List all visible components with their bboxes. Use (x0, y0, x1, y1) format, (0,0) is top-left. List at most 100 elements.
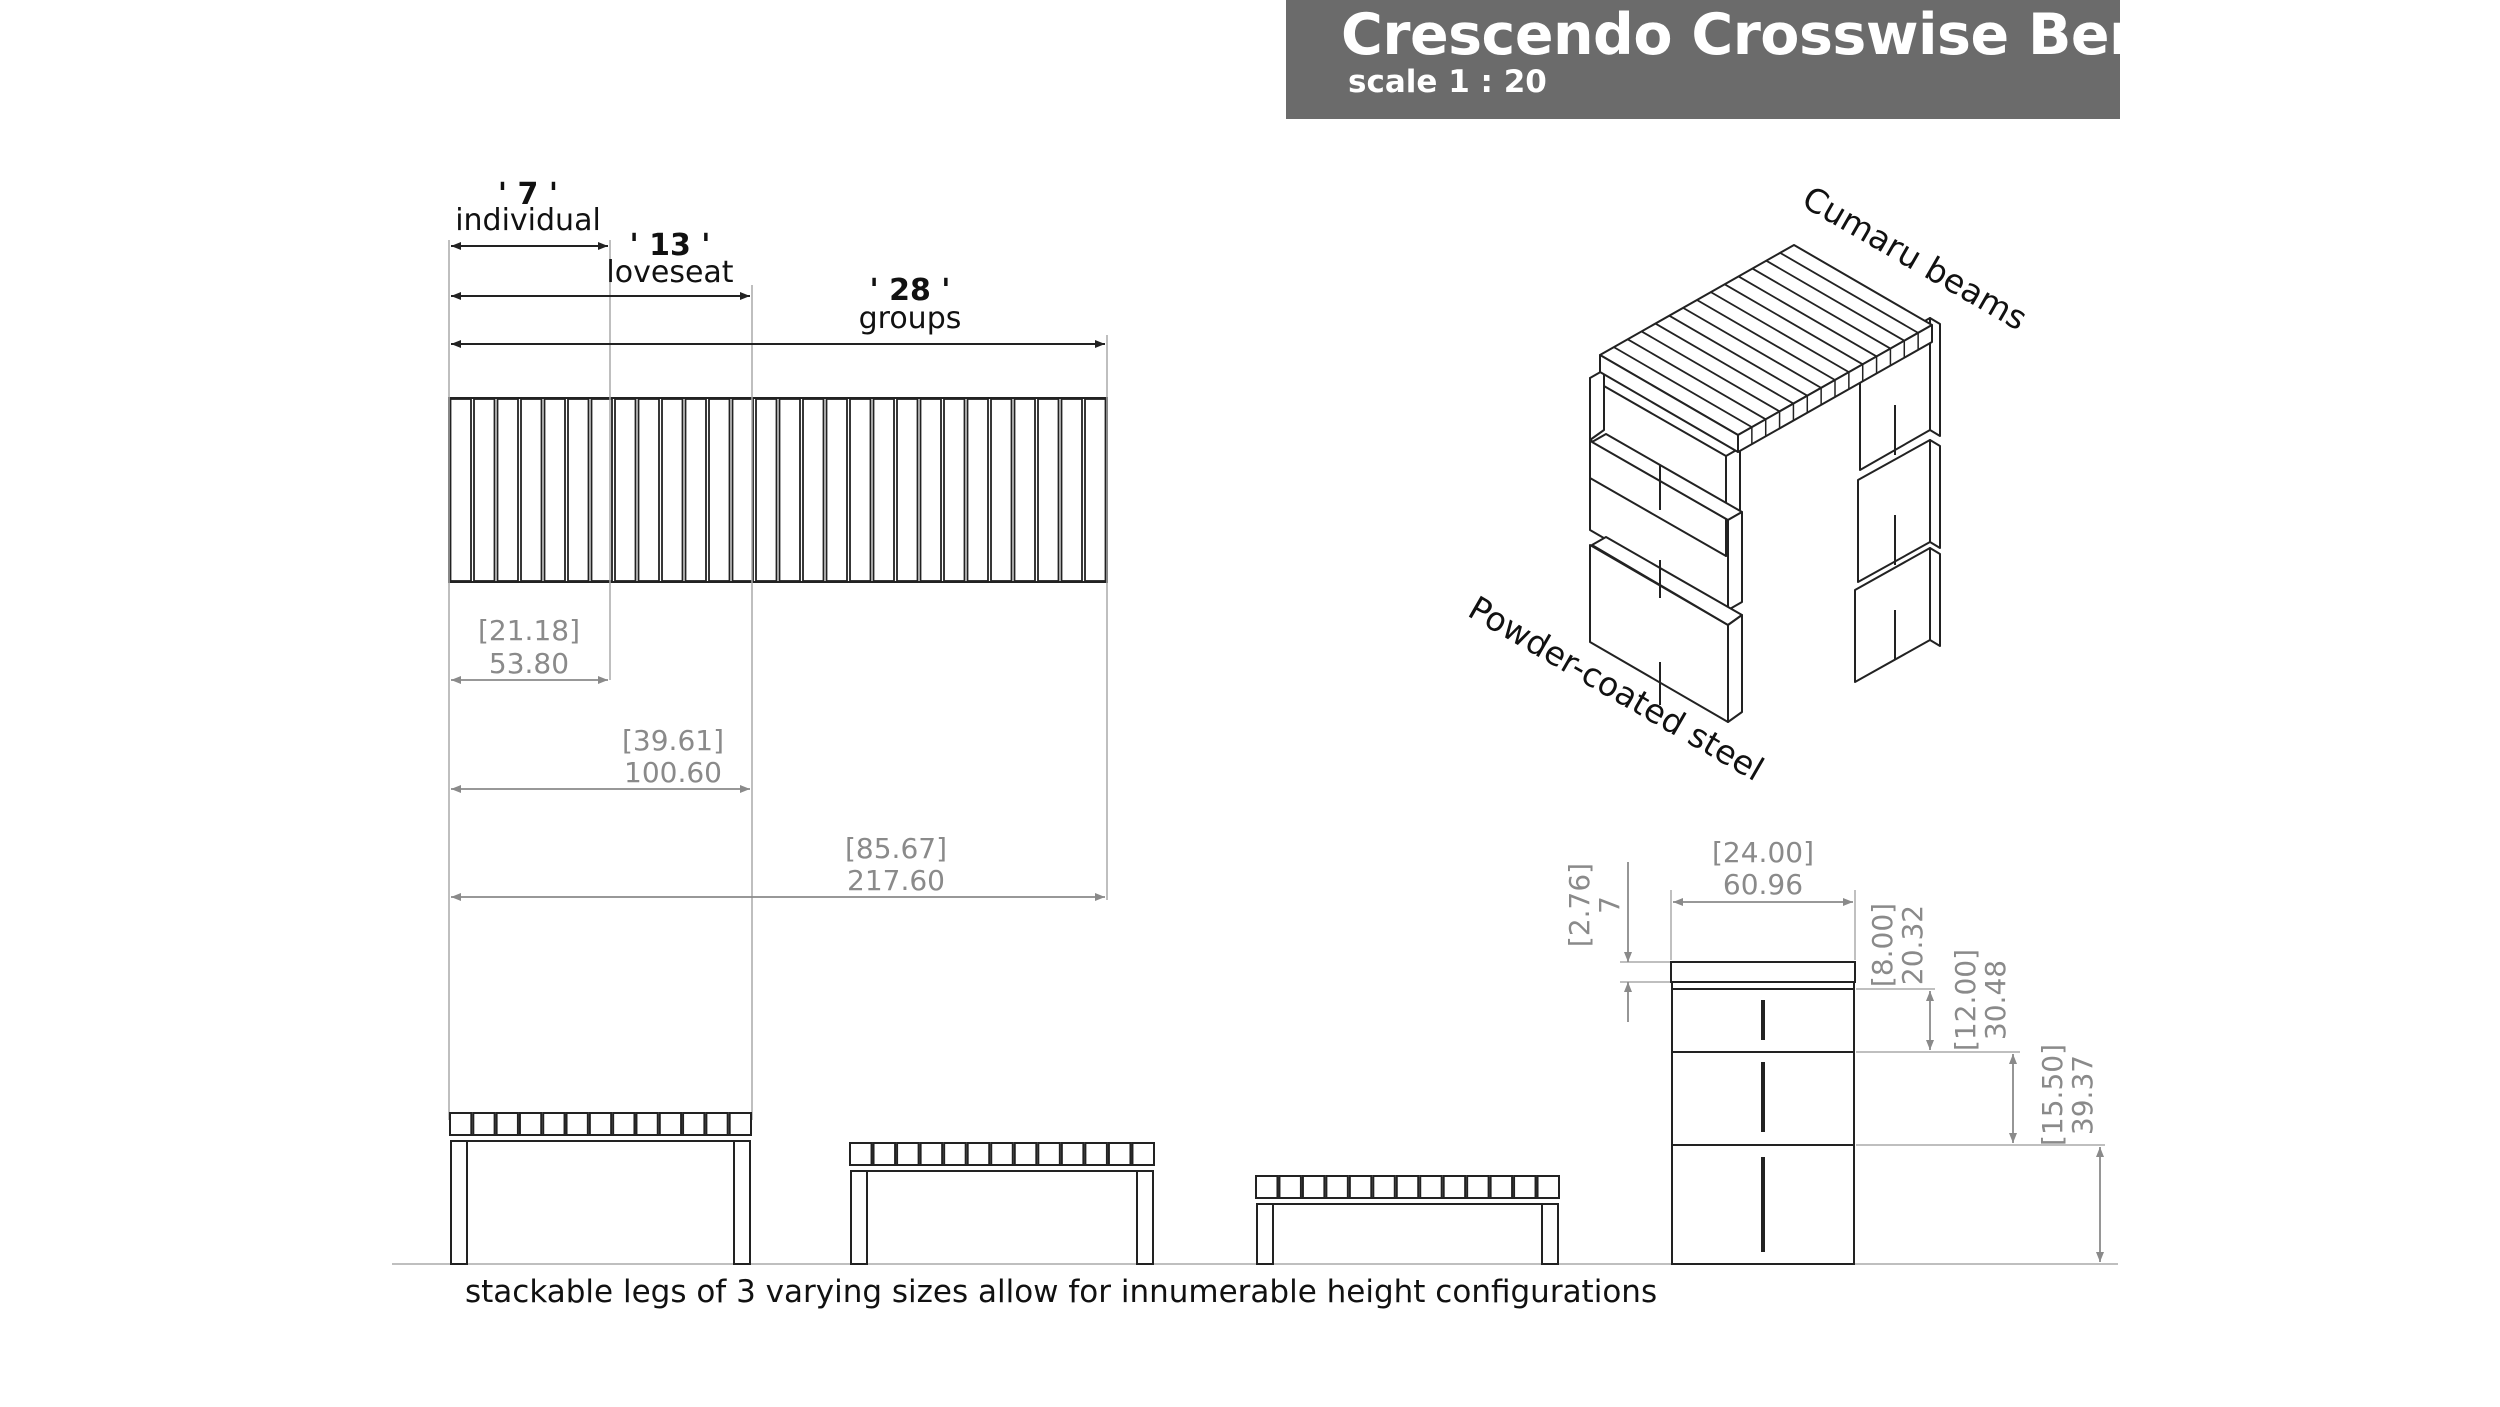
dim-groups-cm: 217.60 (847, 864, 945, 897)
front-slat (1372, 1175, 1396, 1199)
plan-slat (896, 398, 919, 582)
plan-slat (1037, 398, 1060, 582)
plan-slat (1060, 398, 1083, 582)
front-slat (1013, 1142, 1038, 1166)
leg-right (1136, 1170, 1154, 1265)
iso-slat-gap (1710, 291, 1850, 373)
iso-slat-gap (1613, 346, 1753, 428)
iso-slat-gap (1765, 259, 1905, 342)
plan-slat (708, 398, 731, 582)
front-elevations (449, 1112, 1560, 1265)
isometric-exploded-view (1589, 244, 1941, 723)
front-slat (990, 1142, 1014, 1166)
plan-slat (1084, 398, 1107, 582)
plan-slat (872, 398, 895, 582)
length-dimension-labels: [21.18] 53.80 [39.61] 100.60 [85.67] 217… (478, 614, 947, 897)
front-slat (1131, 1142, 1156, 1166)
plan-slat (802, 398, 825, 582)
side-seat (1670, 961, 1856, 983)
front-slat (1084, 1142, 1108, 1166)
dim-small-leg-inches: [8.00] (1866, 903, 1899, 987)
plan-slat (567, 398, 590, 582)
length-dimension-lines (451, 676, 1105, 901)
dim-slat-cm: 7 (1593, 896, 1626, 914)
plan-slat (825, 398, 848, 582)
front-slat (1278, 1175, 1302, 1199)
side-elevation (1670, 961, 1856, 1265)
plan-slat (943, 398, 966, 582)
front-slat (682, 1112, 706, 1136)
extension-lines (448, 240, 1108, 1120)
leg-left (1256, 1203, 1274, 1265)
plan-slat (1013, 398, 1036, 582)
plan-slat (614, 398, 637, 582)
label-individual: individual (455, 203, 601, 238)
caption: stackable legs of 3 varying sizes allow … (465, 1274, 1657, 1310)
front-slat (705, 1112, 729, 1136)
plan-slat (849, 398, 872, 582)
plan-slat (637, 398, 660, 582)
count-individual: ' 7 ' (498, 177, 558, 212)
front-slat (1255, 1175, 1279, 1199)
front-slat (919, 1142, 944, 1166)
side-leg-small (1671, 988, 1855, 1053)
front-slat (1442, 1175, 1467, 1199)
dim-large-leg-cm: 39.37 (2066, 1055, 2099, 1135)
count-groups: ' 28 ' (869, 273, 950, 308)
plan-slat (966, 398, 989, 582)
plan-slat (731, 398, 754, 582)
iso-slat-gap (1654, 322, 1794, 405)
plan-slat (755, 398, 778, 582)
plan-slats (449, 398, 1107, 582)
front-slat (1301, 1175, 1326, 1199)
side-dimension-labels: [24.00] 60.96 [2.76] 7 [8.00] 20.32 [12.… (1563, 836, 2099, 1146)
leg-right (1541, 1203, 1559, 1265)
front-slat (565, 1112, 589, 1136)
plan-slat (778, 398, 801, 582)
front-slat (495, 1112, 519, 1136)
plan-slat (990, 398, 1013, 582)
dim-groups-inches: [85.67] (845, 832, 947, 865)
seat-count-arrows (451, 242, 1105, 348)
plan-slat (496, 398, 519, 582)
front-slat (1536, 1175, 1560, 1199)
front-slat (635, 1112, 659, 1136)
front-elevation-bench (449, 1112, 753, 1265)
plan-slat (449, 398, 472, 582)
iso-slat-gap (1724, 283, 1864, 366)
front-slat (896, 1142, 920, 1166)
side-extension-lines (1620, 890, 2105, 1146)
dim-width-inches: [24.00] (1712, 836, 1814, 869)
front-slat (966, 1142, 991, 1166)
iso-slat-gap (1738, 275, 1878, 358)
dim-individual-cm: 53.80 (489, 647, 569, 680)
plan-slat (684, 398, 707, 582)
front-slat (1513, 1175, 1537, 1199)
front-slat (542, 1112, 566, 1136)
plan-slat (919, 398, 942, 582)
front-slat (472, 1112, 496, 1136)
iso-slat-gap (1668, 314, 1808, 397)
iso-slat-gap (1751, 267, 1891, 350)
iso-slat-gap (1779, 252, 1919, 334)
scale-label: scale 1 : 20 (1348, 64, 1547, 100)
iso-slat-gap (1641, 330, 1781, 413)
dim-medium-leg-cm: 30.48 (1979, 960, 2012, 1040)
dim-loveseat-cm: 100.60 (624, 756, 722, 789)
label-loveseat: loveseat (606, 255, 733, 290)
iso-slat-gap (1696, 299, 1836, 381)
side-dimension-lines (1624, 862, 2104, 1262)
label-groups: groups (859, 301, 962, 336)
front-slat (1060, 1142, 1085, 1166)
dim-small-leg-cm: 20.32 (1896, 905, 1929, 985)
front-slat (728, 1112, 753, 1136)
front-slat (518, 1112, 543, 1136)
plan-slat (590, 398, 613, 582)
front-slat (1395, 1175, 1420, 1199)
iso-slat-gap (1627, 338, 1767, 421)
front-slat (588, 1112, 613, 1136)
front-slat (1466, 1175, 1490, 1199)
iso-slat-gap (1682, 307, 1822, 389)
iso-slat-lines (1613, 252, 1919, 445)
front-elevation-bench (849, 1142, 1156, 1265)
